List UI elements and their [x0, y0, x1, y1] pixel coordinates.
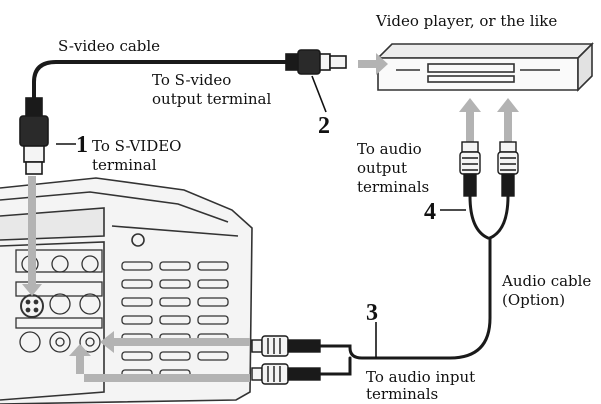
audio-output-label-line2: output [357, 159, 407, 177]
audio-plug-left-top [251, 335, 321, 357]
s-video-terminal-label-line2: terminal [92, 156, 157, 174]
s-video-plug-top [285, 49, 347, 75]
audio-plug-top-left [459, 141, 481, 197]
audio-cable-label-line1: Audio cable [501, 272, 591, 290]
step-number-3: 3 [366, 300, 378, 326]
s-video-output-label-line1: To S-video [152, 71, 231, 89]
arrow-to-s-video-terminal [22, 176, 42, 296]
s-video-plug-bottom [19, 97, 49, 175]
audio-output-label-line1: To audio [357, 140, 422, 158]
arrow-to-audio-input-top [100, 331, 250, 353]
audio-plug-top-right [497, 141, 519, 197]
step-number-1: 1 [76, 132, 88, 158]
arrow-to-audio-output-left [459, 98, 481, 148]
projector [0, 177, 253, 404]
s-video-terminal-label-line1: To S-VIDEO [92, 137, 181, 155]
arrow-to-audio-output-right [497, 98, 519, 148]
arrow-to-audio-input-bottom [69, 344, 250, 382]
arrow-to-video-player [358, 53, 388, 75]
leader-lines [56, 75, 466, 358]
s-video-cable-label: S-video cable [58, 37, 160, 55]
s-video-cable [32, 60, 292, 120]
audio-input-label-line2: terminals [366, 385, 438, 403]
audio-cable [318, 194, 510, 376]
audio-cable-label-line2: (Option) [502, 291, 565, 309]
audio-input-label-line1: To audio input [366, 368, 475, 386]
s-video-output-label-line2: output terminal [152, 90, 271, 108]
direction-arrows [22, 53, 519, 382]
step-number-2: 2 [318, 113, 330, 139]
video-player [376, 42, 594, 92]
audio-plug-left-bottom [251, 363, 321, 385]
step-number-4: 4 [424, 199, 436, 225]
projector-screw [131, 233, 145, 247]
audio-output-label-line3: terminals [357, 178, 429, 196]
video-player-label: Video player, or the like [375, 12, 557, 30]
